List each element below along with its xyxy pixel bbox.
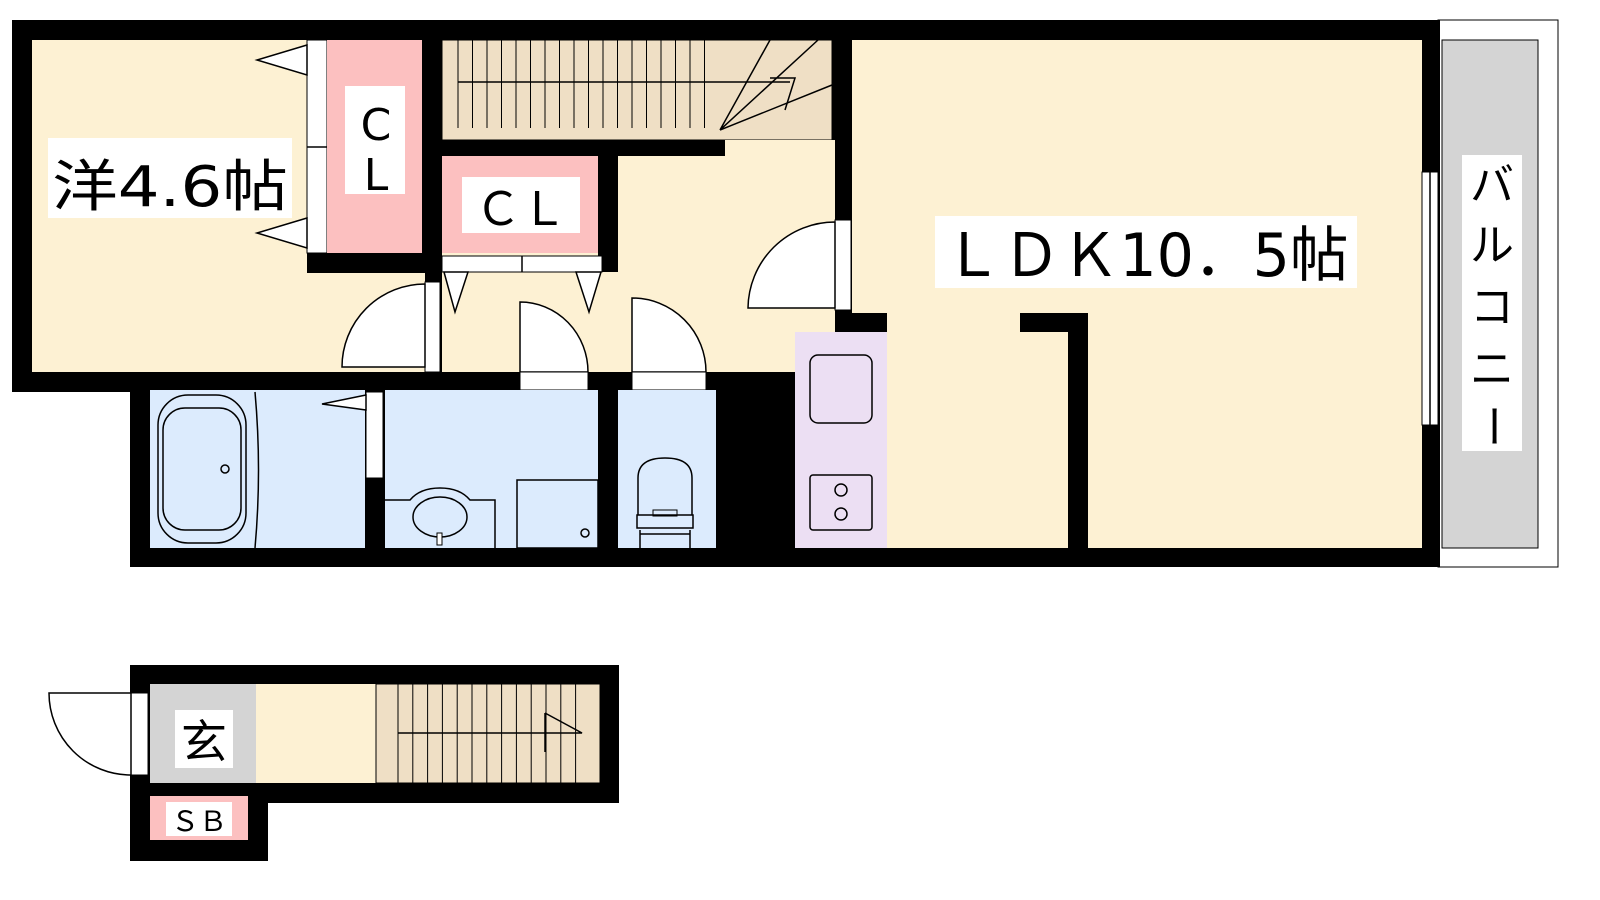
svg-text:C: C — [361, 100, 392, 151]
svg-text:ー: ー — [1467, 404, 1518, 448]
door-toilet[interactable] — [631, 297, 707, 391]
bathroom — [150, 390, 385, 549]
window-balcony[interactable] — [1421, 171, 1439, 426]
closet-2: ＣＬ — [441, 156, 603, 315]
ldk-room: ＬＤＫ10．5帖 — [852, 40, 1422, 548]
svg-text:ル: ル — [1470, 220, 1514, 271]
svg-text:ＣＬ: ＣＬ — [475, 182, 567, 236]
door-ldk[interactable] — [747, 219, 852, 311]
bathtub-icon — [157, 394, 247, 544]
toilet-room — [618, 390, 716, 548]
ldk-label: ＬＤＫ10．5帖 — [944, 221, 1349, 291]
sink-icon — [809, 354, 873, 424]
stairs-upper[interactable] — [441, 39, 833, 141]
washroom — [385, 390, 599, 549]
closet-1: C L — [327, 40, 422, 253]
genkan-label: 玄 — [181, 715, 227, 769]
svg-text:バ: バ — [1470, 160, 1514, 211]
door-washroom[interactable] — [519, 301, 589, 391]
balcony-label: バ ル コ ニ ー — [1467, 160, 1518, 448]
toilet-icon — [636, 457, 694, 548]
door-western[interactable] — [341, 281, 441, 373]
washbasin-icon — [385, 487, 496, 548]
svg-text:コ: コ — [1470, 282, 1514, 333]
balcony: バ ル コ ニ ー — [1437, 19, 1559, 568]
western-room-label: 洋4.6帖 — [52, 155, 288, 220]
entrance-unit: 玄 ＳＢ — [130, 665, 619, 861]
entrance-door[interactable] — [48, 692, 149, 776]
svg-text:ニ: ニ — [1470, 344, 1514, 395]
washing-machine-space — [516, 479, 599, 549]
stove-icon — [809, 474, 873, 531]
shoebox-label: ＳＢ — [171, 805, 227, 838]
svg-text:L: L — [364, 150, 389, 201]
kitchen-counter — [795, 332, 887, 548]
